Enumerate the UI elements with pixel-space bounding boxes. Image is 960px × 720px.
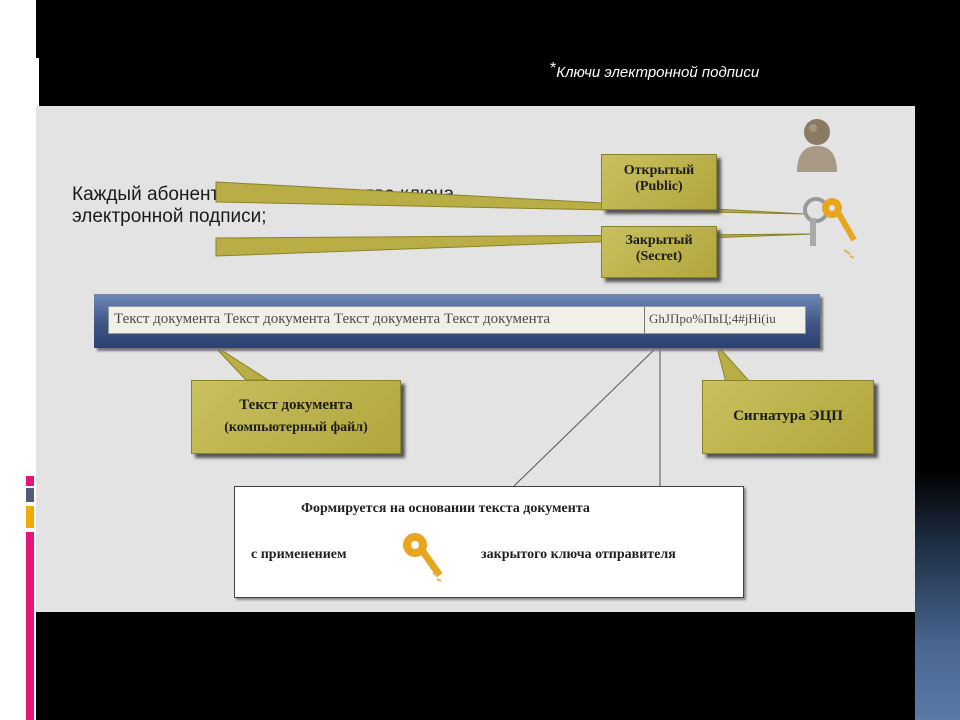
signature-callout-label: Сигнатура ЭЦП (733, 408, 843, 424)
diagram-panel: Каждый абонент системы имеет два ключа э… (36, 106, 915, 612)
document-callout-title: Текст документа (239, 397, 353, 413)
heading-line-2: электронной подписи; (72, 206, 267, 227)
signature-callout: Сигнатура ЭЦП (702, 380, 874, 454)
document-signature: GhJПро%ПвЦ;4#jHi(iu (649, 311, 776, 326)
doc-callout-pointer (211, 343, 270, 381)
slide-title: *Ключи электронной подписи (550, 60, 759, 81)
document-field: Текст документа Текст документа Текст до… (108, 306, 806, 334)
info-line-2-left: с применением (251, 547, 347, 562)
secret-key-callout: Закрытый (Secret) (601, 226, 717, 278)
info-line-2-right: закрытого ключа отправителя (481, 547, 676, 562)
secret-key-icon (403, 533, 443, 582)
keys-icon (803, 197, 857, 259)
public-callout-tail (215, 181, 807, 215)
secret-callout-tail (215, 233, 815, 257)
public-key-label: Открытый (623, 163, 695, 178)
public-key-sublabel: (Public) (635, 179, 683, 194)
public-key-callout: Открытый (Public) (601, 154, 717, 210)
sig-callout-pointer (715, 343, 752, 383)
slide-title-text: Ключи электронной подписи (556, 64, 760, 81)
secret-key-sublabel: (Secret) (635, 249, 683, 264)
secret-key-label: Закрытый (625, 233, 693, 248)
info-line-1: Формируется на основании текста документ… (301, 501, 590, 516)
document-text: Текст документа Текст документа Текст до… (114, 311, 551, 327)
document-separator (644, 307, 645, 333)
slide-bottom-area (36, 612, 915, 720)
decorative-bars-top (16, 58, 40, 114)
document-bar: Текст документа Текст документа Текст до… (94, 294, 820, 348)
document-callout: Текст документа (компьютерный файл) (191, 380, 401, 454)
user-icon (797, 119, 837, 172)
slide-corner-gradient (915, 470, 960, 720)
decorative-bars-left (26, 476, 34, 720)
info-box: Формируется на основании текста документ… (234, 486, 744, 598)
title-asterisk: * (550, 60, 557, 77)
info-line-left (513, 345, 659, 487)
document-callout-subtitle: (компьютерный файл) (224, 420, 368, 435)
